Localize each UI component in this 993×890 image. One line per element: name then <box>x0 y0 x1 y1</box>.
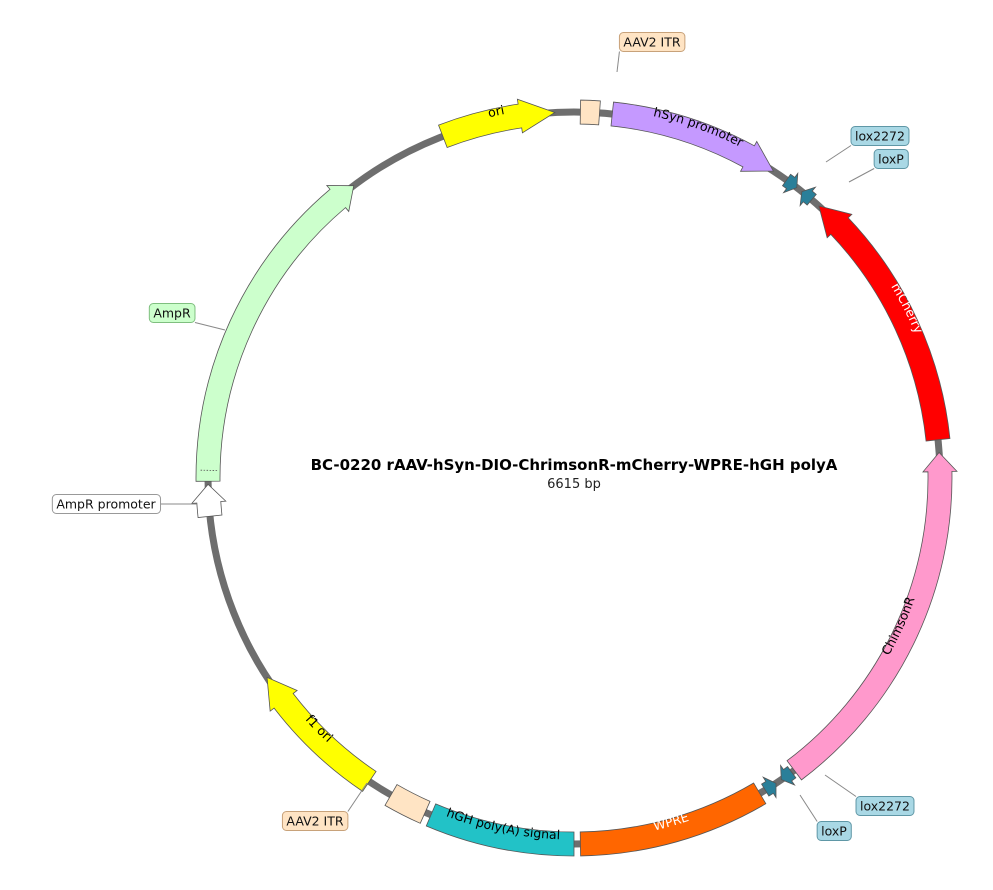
feature-aav2-itr-bot[interactable] <box>384 784 431 824</box>
callout-box-ampr-promoter[interactable] <box>51 494 162 514</box>
callout-text-aav2-itr-top: AAV2 ITR <box>623 35 680 50</box>
callout-text-lox2272-bot: lox2272 <box>860 799 910 814</box>
callout-text-aav2-itr-bot: AAV2 ITR <box>286 814 343 829</box>
feature-hgh-polya[interactable] <box>425 803 575 857</box>
feature-mcherry[interactable] <box>818 205 951 442</box>
callout-box-aav2-itr-top[interactable] <box>618 32 686 52</box>
feature-ampr[interactable] <box>195 185 355 482</box>
callout-box-lox2272-top[interactable] <box>850 126 910 146</box>
feature-wpre[interactable] <box>579 782 767 857</box>
leader-line-loxp-top <box>848 168 875 183</box>
feature-lox2272-bot[interactable] <box>780 764 797 786</box>
leader-line-loxp-bot <box>799 794 818 822</box>
feature-label-ori: ori <box>486 102 505 120</box>
plasmid-title: BC-0220 rAAV-hSyn-DIO-ChrimsonR-mCherry-… <box>311 456 838 474</box>
feature-aav2-itr-top[interactable] <box>579 99 601 126</box>
callout-box-loxp-top[interactable] <box>873 149 909 169</box>
leader-line-aav2-itr-top <box>616 51 620 73</box>
feature-loxp-bot[interactable] <box>761 776 777 799</box>
callout-text-loxp-bot: loxP <box>821 824 847 839</box>
callout-box-loxp-bot[interactable] <box>816 821 852 841</box>
callout-text-lox2272-top: lox2272 <box>855 129 905 144</box>
leader-line-aav2-itr-bot <box>347 782 368 812</box>
feature-chimsonr[interactable] <box>786 451 958 781</box>
feature-hsyn-promoter[interactable] <box>610 101 775 172</box>
feature-f1-ori[interactable] <box>266 676 377 792</box>
leader-line-lox2272-bot <box>824 774 857 797</box>
callout-box-aav2-itr-bot[interactable] <box>281 811 349 831</box>
callout-box-ampr[interactable] <box>148 303 196 323</box>
callout-text-loxp-top: loxP <box>878 152 904 167</box>
leader-line-lox2272-top <box>825 145 852 163</box>
feature-lox2272-top[interactable] <box>781 172 799 194</box>
callout-text-ampr: AmpR <box>153 306 191 321</box>
feature-ori[interactable] <box>438 98 556 149</box>
callout-text-ampr-promoter: AmpR promoter <box>56 497 156 512</box>
plasmid-size: 6615 bp <box>547 477 601 492</box>
feature-ampr-promoter[interactable] <box>190 483 227 518</box>
callout-box-lox2272-bot[interactable] <box>855 796 915 816</box>
feature-loxp-top[interactable] <box>799 186 817 207</box>
feature-layer <box>190 98 958 857</box>
leader-line-ampr <box>194 322 226 331</box>
